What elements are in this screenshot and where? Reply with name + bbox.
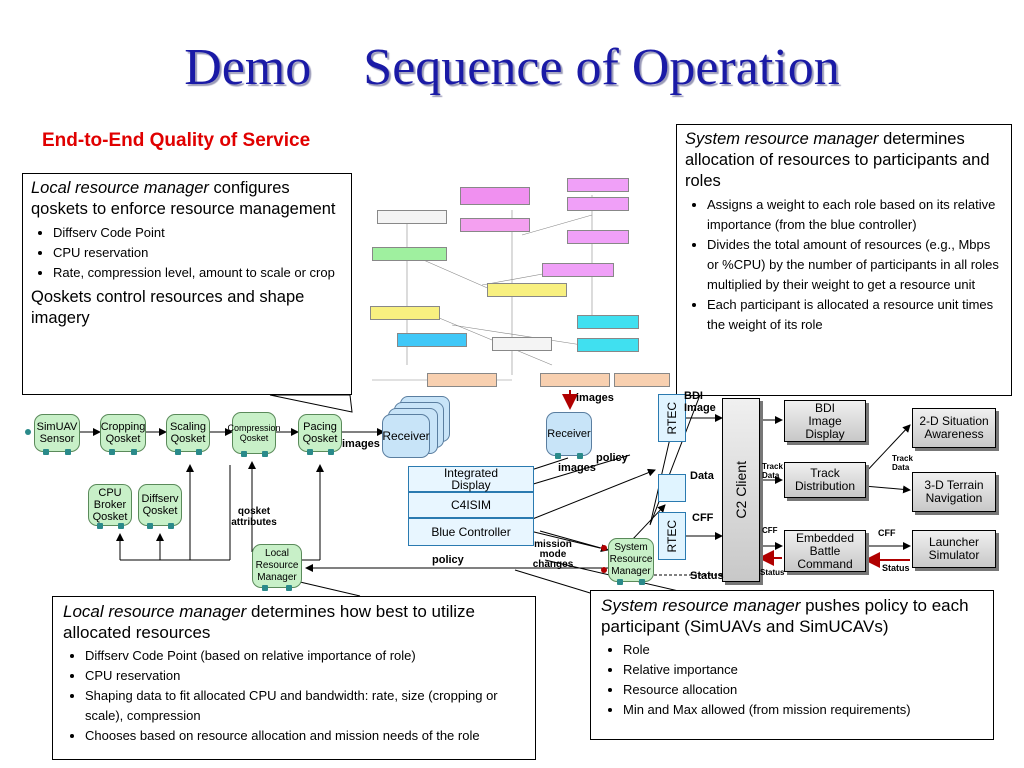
- list-item: Each participant is allocated a resource…: [707, 295, 1003, 335]
- launcher-simulator: Launcher Simulator: [912, 530, 996, 568]
- sequence-diagram-thumbnail: [352, 175, 670, 395]
- rtec-mid: [658, 474, 686, 502]
- list-item: CPU reservation: [53, 243, 343, 263]
- receiver-right: Receiver: [546, 412, 592, 459]
- bdi-image-display: BDI Image Display: [784, 400, 866, 442]
- label-images-left: images: [342, 438, 380, 450]
- cpu-broker-qosket: CPU Broker Qosket: [88, 484, 132, 529]
- rtec-top: RTEC: [658, 394, 686, 442]
- list-item: Shaping data to fit allocated CPU and ba…: [85, 686, 525, 726]
- list-item: Divides the total amount of resources (e…: [707, 235, 1003, 295]
- terrain-navigation: 3-D Terrain Navigation: [912, 472, 996, 512]
- cropping-qosket: Cropping Qosket: [100, 414, 146, 455]
- list-item: Role: [623, 640, 983, 660]
- integrated-display-box: Integrated Display: [408, 466, 534, 492]
- c4isim-box: C4ISIM: [408, 492, 534, 518]
- callout-local-rm-configures: Local resource manager configures qosket…: [22, 173, 352, 395]
- label-policy-right: policy: [596, 452, 628, 464]
- label-images-center: images: [558, 462, 596, 474]
- list-item: Assigns a weight to each role based on i…: [707, 195, 1003, 235]
- page-subtitle: End-to-End Quality of Service: [42, 130, 311, 151]
- label-cff-right: CFF: [878, 528, 896, 538]
- pacing-qosket: Pacing Qosket: [298, 414, 342, 455]
- label-qosket-attributes: qosket attributes: [231, 506, 277, 528]
- label-status-mid: Status: [760, 568, 785, 577]
- label-bdi-image: BDI Image: [684, 390, 716, 414]
- label-mission-mode-changes: mission mode changes: [532, 539, 574, 570]
- list-item: Min and Max allowed (from mission requir…: [623, 700, 983, 720]
- label-status-left: Status: [690, 570, 724, 582]
- local-resource-manager: Local Resource Manager: [252, 544, 302, 591]
- list-item: Resource allocation: [623, 680, 983, 700]
- callout-local-rm-determines: Local resource manager determines how be…: [52, 596, 536, 760]
- callout-system-rm-determines: System resource manager determines alloc…: [676, 124, 1012, 396]
- label-data: Data: [690, 470, 714, 482]
- blue-controller-box: Blue Controller: [408, 518, 534, 546]
- label-status-right: Status: [882, 563, 910, 573]
- scaling-qosket: Scaling Qosket: [166, 414, 210, 455]
- list-item: Rate, compression level, amount to scale…: [53, 263, 343, 283]
- label-cff-left: CFF: [692, 512, 714, 524]
- embedded-battle-command: Embedded Battle Command: [784, 530, 866, 572]
- label-images-right: images: [576, 392, 614, 404]
- system-resource-manager: System Resource Manager: [608, 538, 654, 585]
- c2-client: C2 Client: [722, 398, 760, 582]
- situation-awareness: 2-D Situation Awareness: [912, 408, 996, 448]
- list-item: Diffserv Code Point: [53, 223, 343, 243]
- receiver-left: Receiver: [382, 414, 430, 458]
- callout-footer: Qoskets control resources and shape imag…: [31, 288, 305, 327]
- list-item: CPU reservation: [85, 666, 525, 686]
- list-item: Chooses based on resource allocation and…: [85, 726, 525, 746]
- compression-qosket: Compression Qosket: [227, 412, 281, 457]
- diffserv-qosket: Diffserv Qosket: [138, 484, 182, 529]
- callout-system-rm-pushes: System resource manager pushes policy to…: [590, 590, 994, 740]
- label-cff-mid: CFF: [762, 526, 778, 535]
- label-track-data-mid: Track Data: [762, 462, 783, 480]
- label-track-data-right: Track Data: [892, 454, 913, 472]
- rtec-bottom: RTEC: [658, 512, 686, 560]
- label-policy-bottom: policy: [432, 554, 464, 566]
- list-item: Diffserv Code Point (based on relative i…: [85, 646, 525, 666]
- simuav-sensor: SimUAV Sensor: [34, 414, 80, 455]
- list-item: Relative importance: [623, 660, 983, 680]
- page-title: Demo Sequence of Operation: [184, 39, 840, 96]
- track-distribution: Track Distribution: [784, 462, 866, 498]
